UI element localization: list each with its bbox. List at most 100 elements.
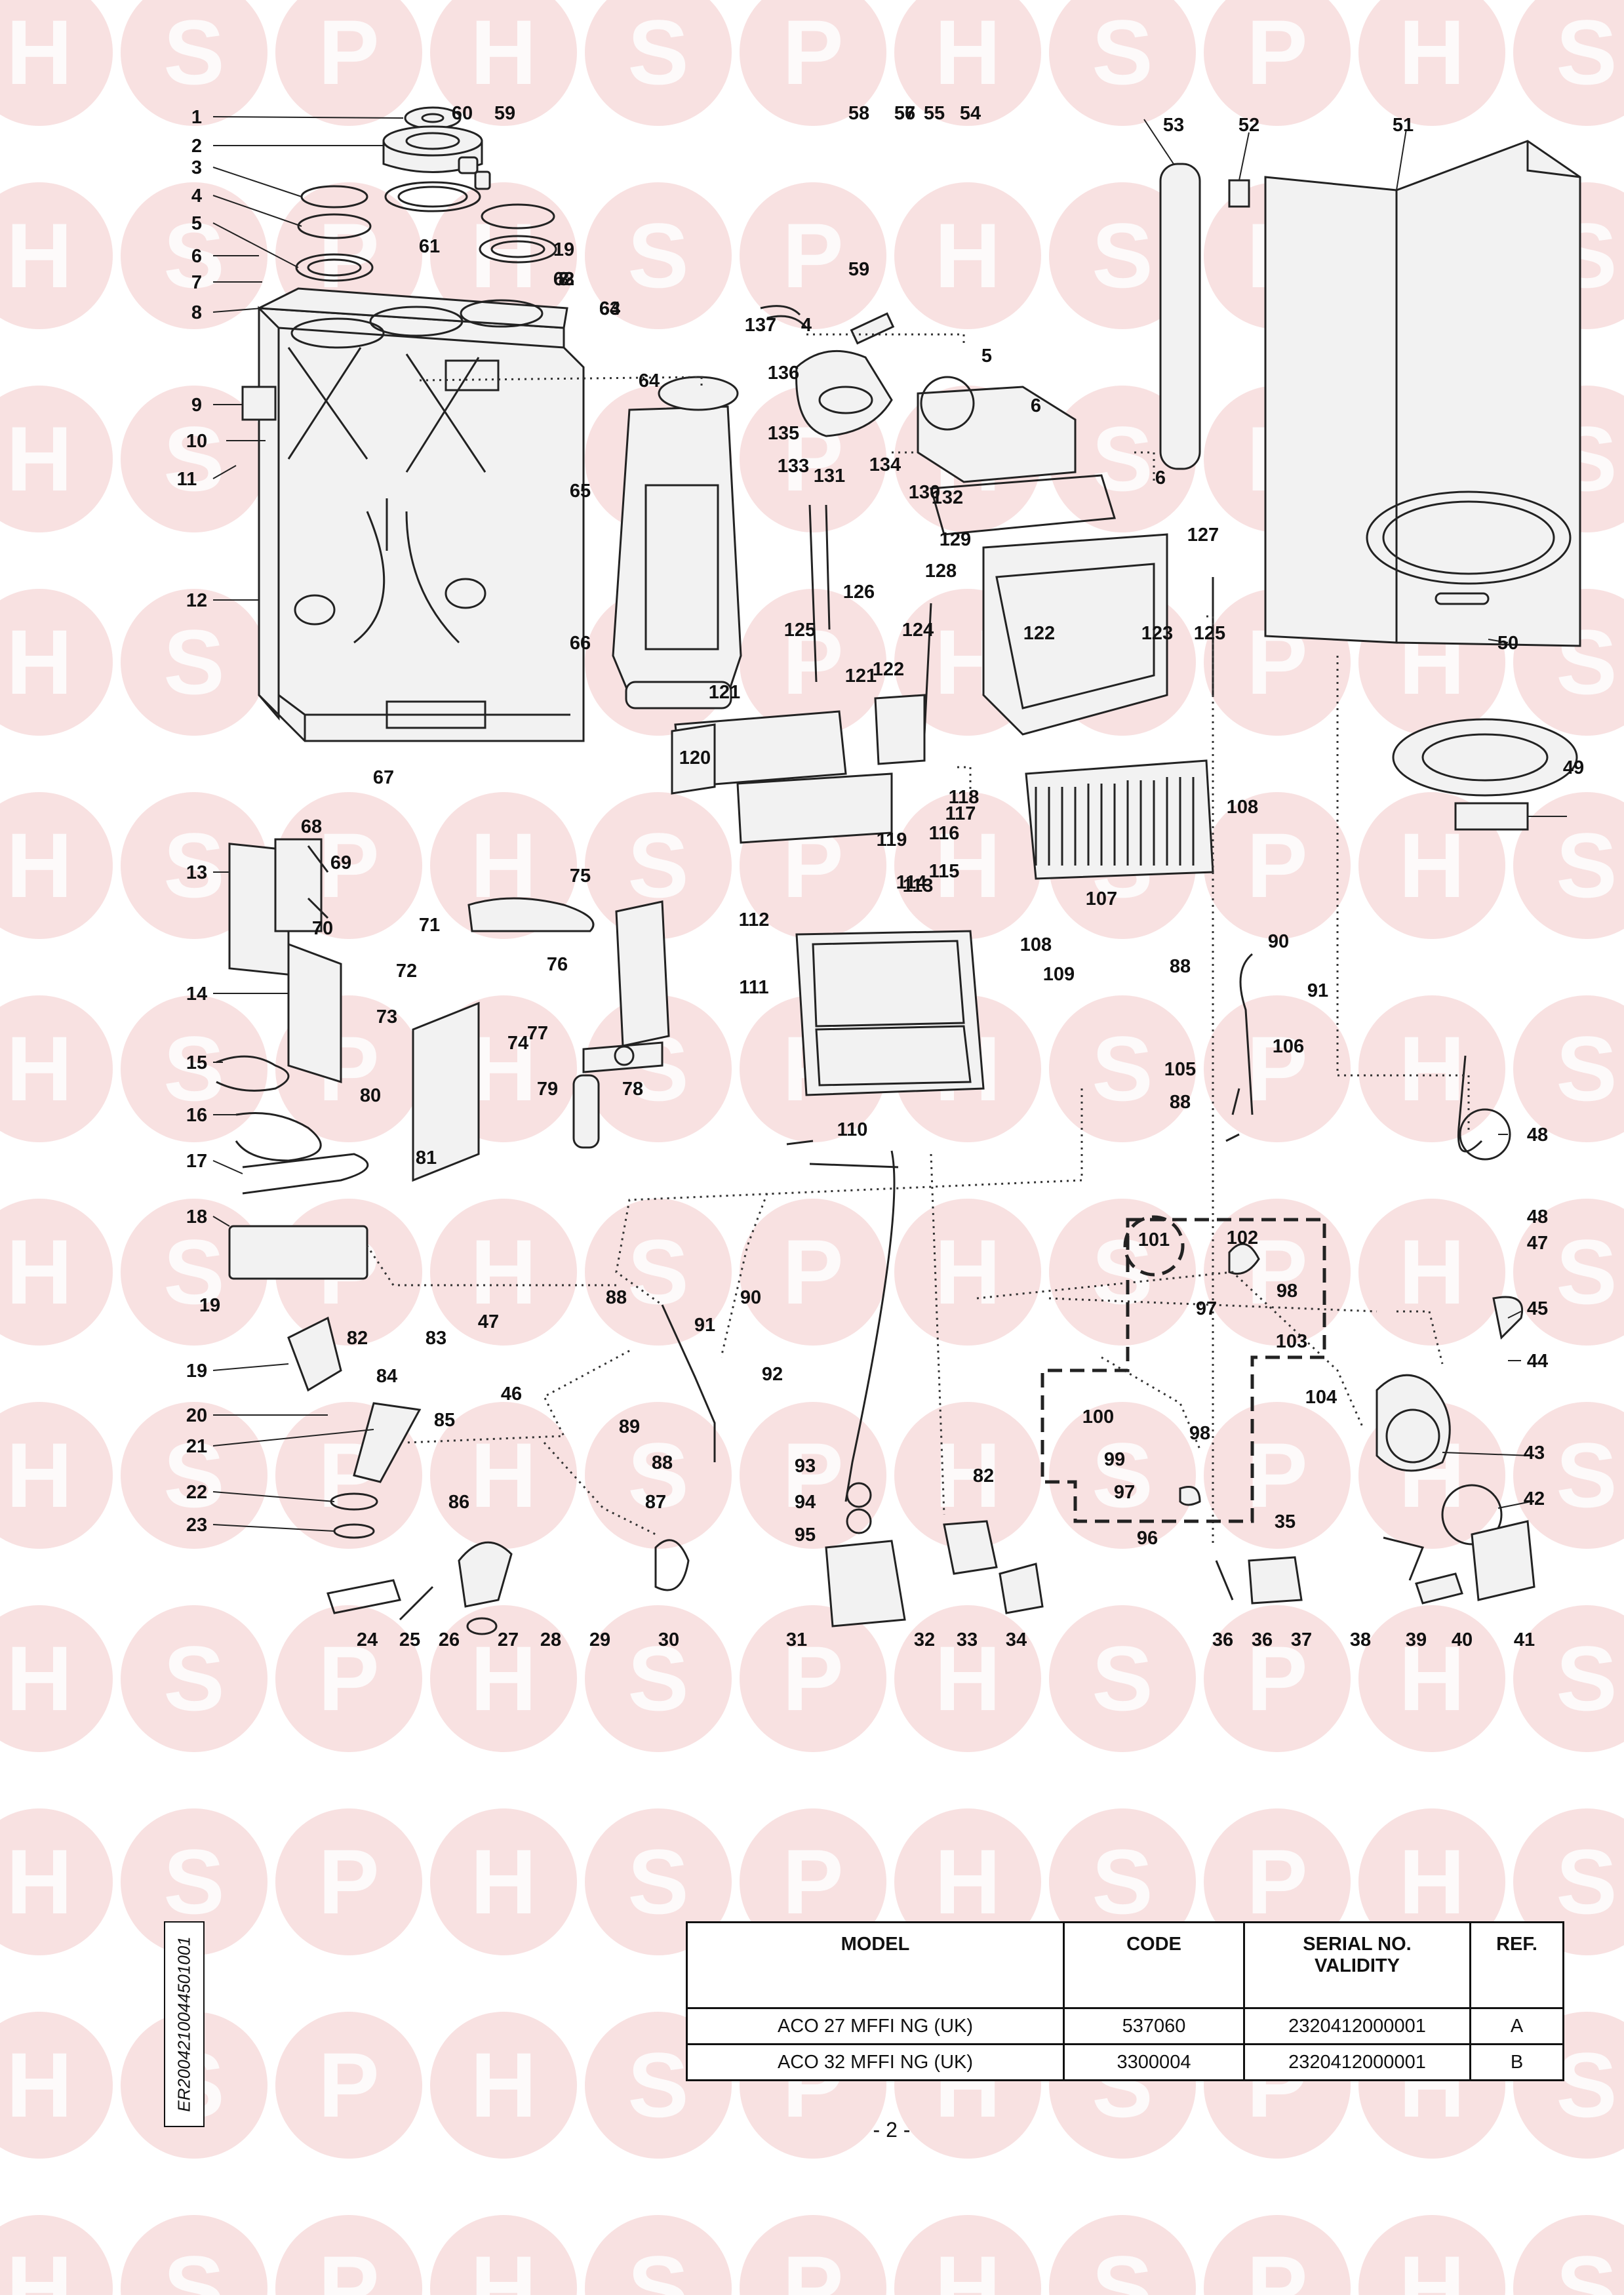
watermark-letter: S bbox=[627, 1830, 688, 1933]
part-callout-110: 110 bbox=[837, 1119, 868, 1140]
part-callout-44: 44 bbox=[1527, 1351, 1548, 1372]
part-callout-17: 17 bbox=[186, 1151, 207, 1172]
part-callout-72: 72 bbox=[396, 961, 417, 982]
part-callout-95: 95 bbox=[795, 1525, 816, 1546]
table-row: ACO 27 MFFI NG (UK) 537060 2320412000001… bbox=[686, 2007, 1564, 2045]
part-callout-57: 57 bbox=[894, 103, 915, 124]
watermark-circle bbox=[585, 1808, 732, 1955]
part-callout-2: 2 bbox=[191, 136, 202, 157]
part-callout-48: 48 bbox=[1527, 1125, 1548, 1146]
watermark-letter: H bbox=[470, 1220, 536, 1323]
watermark-letter: S bbox=[627, 1627, 688, 1730]
part-callout-108: 108 bbox=[1020, 934, 1052, 955]
watermark-letter: H bbox=[470, 2237, 536, 2295]
watermark-letter: H bbox=[6, 1830, 72, 1933]
watermark-circle bbox=[1049, 1402, 1196, 1549]
left-components bbox=[216, 838, 690, 1635]
part-callout-40: 40 bbox=[1452, 1629, 1473, 1650]
cell-ref: A bbox=[1469, 2007, 1564, 2045]
watermark-circle bbox=[121, 589, 267, 736]
part-callout-10: 10 bbox=[186, 431, 207, 452]
watermark-circle bbox=[121, 182, 267, 329]
part-callout-48: 48 bbox=[1527, 1207, 1548, 1227]
watermark-letter: S bbox=[1556, 2033, 1617, 2136]
watermark-letter: P bbox=[1246, 1, 1307, 104]
watermark-letter: H bbox=[934, 1424, 1000, 1527]
watermark-letter: H bbox=[470, 1830, 536, 1933]
part-callout-19: 19 bbox=[186, 1361, 207, 1382]
watermark-circle bbox=[1513, 1402, 1624, 1549]
watermark-letter: S bbox=[627, 1220, 688, 1323]
part-callout-83: 83 bbox=[426, 1328, 446, 1349]
watermark-circle bbox=[585, 1605, 732, 1752]
part-callout-128: 128 bbox=[925, 561, 957, 582]
part-callout-33: 33 bbox=[957, 1629, 978, 1650]
watermark-circle bbox=[740, 1402, 886, 1549]
watermark-letter: S bbox=[163, 610, 224, 713]
part-callout-91: 91 bbox=[694, 1315, 715, 1336]
part-callout-62: 62 bbox=[553, 269, 574, 290]
watermark-circle bbox=[0, 995, 113, 1142]
part-callout-131: 131 bbox=[814, 466, 845, 487]
part-callout-115: 115 bbox=[929, 861, 960, 882]
watermark-letter: H bbox=[470, 1424, 536, 1527]
cell-ref: B bbox=[1469, 2043, 1564, 2081]
watermark-letter: H bbox=[934, 2237, 1000, 2295]
part-callout-69: 69 bbox=[330, 852, 351, 873]
part-callout-7: 7 bbox=[191, 272, 202, 293]
watermark-letter: P bbox=[318, 1, 379, 104]
part-callout-97: 97 bbox=[1196, 1298, 1217, 1319]
part-callout-82: 82 bbox=[347, 1328, 368, 1349]
watermark-letter: H bbox=[1398, 1017, 1465, 1120]
part-callout-114: 114 bbox=[896, 872, 927, 893]
watermark-circle bbox=[1358, 2215, 1505, 2295]
centre-components bbox=[467, 305, 1214, 1149]
watermark-circle bbox=[1358, 1605, 1505, 1752]
part-callout-58: 58 bbox=[848, 103, 869, 124]
leader-lines bbox=[212, 116, 1567, 1532]
part-callout-121: 121 bbox=[709, 682, 740, 703]
watermark-circle bbox=[1049, 1199, 1196, 1346]
part-callout-125: 125 bbox=[784, 620, 816, 641]
part-callout-77: 77 bbox=[527, 1023, 548, 1044]
part-callout-70: 70 bbox=[312, 918, 333, 939]
watermark-circle bbox=[740, 0, 886, 126]
watermark-letter: H bbox=[6, 814, 72, 917]
watermark-letter: S bbox=[1556, 1830, 1617, 1933]
cell-code: 537060 bbox=[1063, 2007, 1245, 2045]
part-callout-34: 34 bbox=[1006, 1629, 1027, 1650]
document-code-box: ER2004210044501001 bbox=[164, 1921, 205, 2127]
watermark-circle bbox=[894, 1199, 1041, 1346]
part-callout-22: 22 bbox=[186, 1482, 207, 1503]
part-callout-64: 64 bbox=[599, 298, 620, 319]
watermark-letter: P bbox=[1246, 1627, 1307, 1730]
part-callout-74: 74 bbox=[507, 1033, 528, 1054]
watermark-letter: H bbox=[6, 407, 72, 510]
part-callout-129: 129 bbox=[940, 529, 971, 550]
watermark-letter: S bbox=[163, 1627, 224, 1730]
watermark-circle bbox=[430, 0, 577, 126]
watermark-letter: H bbox=[6, 610, 72, 713]
part-callout-135: 135 bbox=[768, 423, 799, 444]
part-callout-111: 111 bbox=[739, 977, 768, 998]
part-callout-130: 130 bbox=[909, 482, 940, 503]
part-callout-109: 109 bbox=[1043, 964, 1075, 985]
part-callout-88: 88 bbox=[1170, 1092, 1191, 1113]
watermark-letter: S bbox=[1556, 2237, 1617, 2295]
part-callout-55: 55 bbox=[924, 103, 945, 124]
part-callout-14: 14 bbox=[186, 984, 207, 1005]
part-callout-106: 106 bbox=[1273, 1036, 1304, 1057]
watermark-letter: H bbox=[470, 1, 536, 104]
watermark-circle bbox=[740, 2215, 886, 2295]
part-callout-121: 121 bbox=[845, 666, 877, 687]
watermark-circle bbox=[1204, 792, 1351, 939]
watermark-circle bbox=[740, 1605, 886, 1752]
watermark-letter: P bbox=[782, 1627, 843, 1730]
watermark-letter: H bbox=[934, 1, 1000, 104]
watermark-letter: S bbox=[163, 1220, 224, 1323]
watermark-letter: H bbox=[934, 1830, 1000, 1933]
cell-model: ACO 27 MFFI NG (UK) bbox=[686, 2007, 1065, 2045]
watermark-circle bbox=[1513, 1199, 1624, 1346]
watermark-letter: S bbox=[1092, 1, 1153, 104]
